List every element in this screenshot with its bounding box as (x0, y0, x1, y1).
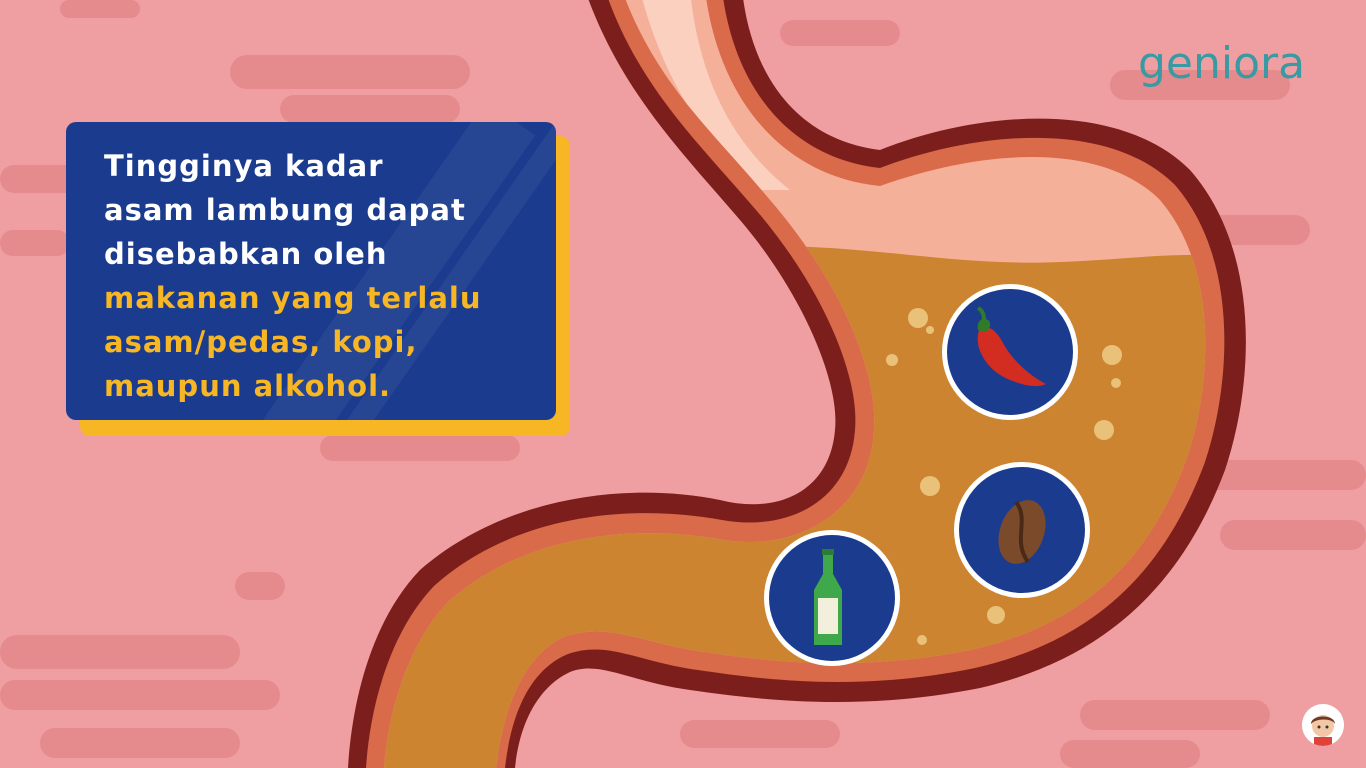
info-line: Tingginya kadar (104, 149, 384, 183)
avatar-icon (1302, 704, 1344, 746)
info-line-highlight: makanan yang terlalu (104, 281, 482, 315)
info-line: asam lambung dapat (104, 193, 466, 227)
info-card-text: Tingginya kadar asam lambung dapat diseb… (104, 144, 544, 408)
geniora-logo: geniora (1138, 38, 1306, 89)
acid-bubbles (886, 308, 1122, 645)
info-line-highlight: maupun alkohol. (104, 369, 392, 403)
info-line-highlight: asam/pedas, kopi, (104, 325, 418, 359)
chili-pepper-icon (942, 284, 1078, 420)
channel-avatar[interactable] (1302, 704, 1344, 746)
bottle-icon (764, 530, 900, 666)
coffee-bean-icon (954, 462, 1090, 598)
info-card: Tingginya kadar asam lambung dapat diseb… (66, 122, 556, 420)
info-line: disebabkan oleh (104, 237, 388, 271)
